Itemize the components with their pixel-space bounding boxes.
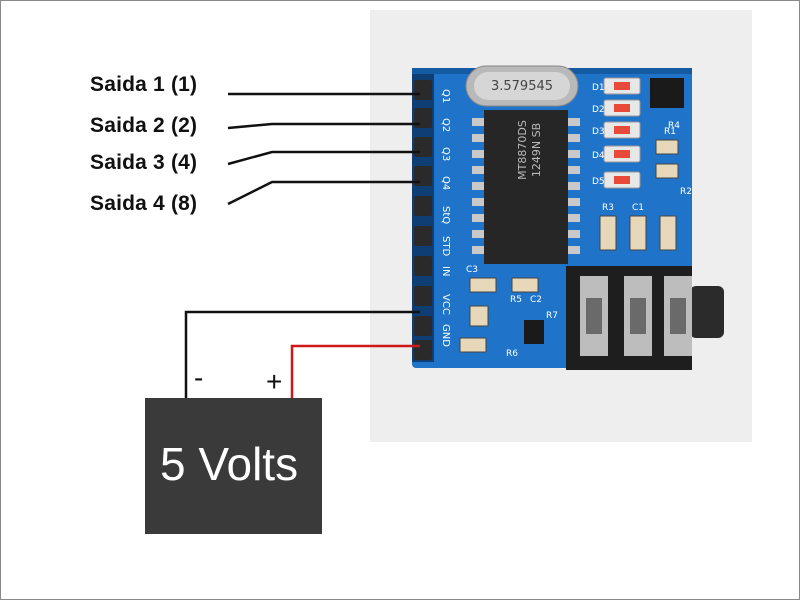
pin-label-q3: Q3 [440,147,451,161]
pin-label-q4: Q4 [440,176,451,190]
output-label-4: Saida 4 (8) [90,192,198,215]
part-label-r3: R3 [602,203,614,213]
pin-label-in: IN [440,266,451,276]
crystal-label: 3.579545 [491,79,553,94]
pin-label-vcc: VCC [440,294,451,315]
smd-components [459,78,684,353]
part-label-r2: R2 [680,187,692,197]
led-label-d3: D3 [592,127,605,137]
led-label-d1: D1 [592,83,605,93]
ic-chip: MT8870DS 1249N SB [472,110,580,264]
part-label-r6: R6 [506,349,518,359]
output-label-2: Saida 2 (2) [90,114,198,137]
pin-label-q1: Q1 [440,89,451,103]
positive-terminal-label: + [266,366,283,397]
wire-q4 [227,180,420,206]
battery-block [145,398,322,534]
component-labels: R1 R2 R3 R4 R5 C1 C2 C3 R6 R7 [466,121,692,359]
output-wires [227,92,420,206]
chip-marking-1: MT8870DS [516,120,529,180]
dtmf-module-board: Q1 Q2 Q3 Q4 StQ STD IN VCC GND 3.579545 [412,65,724,370]
part-label-c1: C1 [632,203,644,213]
led-array: D1 D2 D3 D4 D5 [592,77,641,189]
part-label-r4: R4 [668,121,680,131]
pin-label-stq: StQ [440,206,451,224]
wire-positive [290,344,420,400]
part-label-c2: C2 [530,295,542,305]
led-label-d5: D5 [592,177,605,187]
audio-jack [566,266,724,370]
part-label-r7: R7 [546,311,558,321]
wire-q3 [227,150,420,166]
wire-q2 [227,122,420,130]
pin-label-q2: Q2 [440,118,451,132]
wire-negative [184,310,420,400]
output-label-1: Saida 1 (1) [90,73,198,96]
part-label-r5: R5 [510,295,522,305]
part-label-c3: C3 [466,265,478,275]
output-label-3: Saida 3 (4) [90,151,198,174]
pin-label-gnd: GND [440,324,451,347]
led-label-d2: D2 [592,105,605,115]
battery-label: 5 Volts [160,438,299,490]
led-label-d4: D4 [592,151,605,161]
pin-label-std: STD [440,236,451,256]
part-label-r1: R1 [664,127,676,137]
chip-marking-2: 1249N SB [530,123,543,177]
crystal-oscillator: 3.579545 [465,65,579,107]
negative-terminal-label: - [194,362,204,393]
